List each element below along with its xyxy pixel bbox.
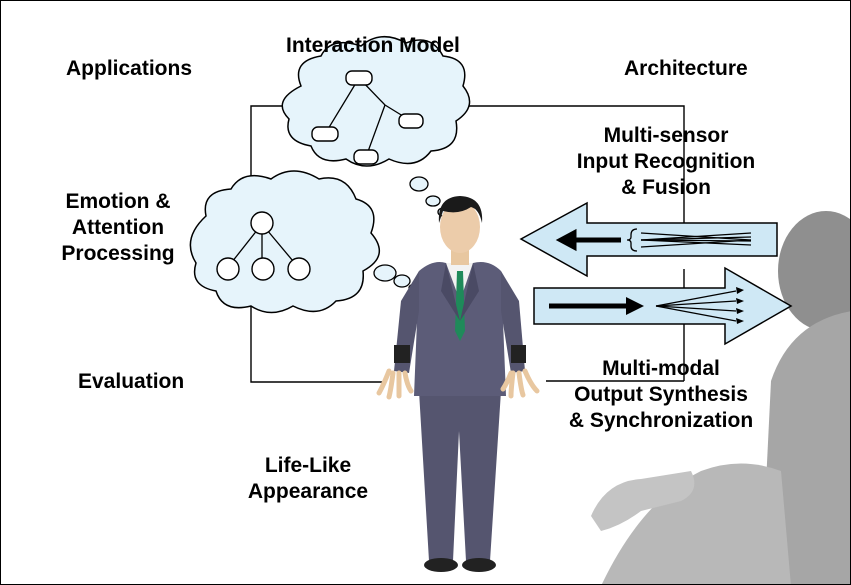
- label-evaluation: Evaluation: [78, 370, 185, 393]
- label-architecture: Architecture: [624, 57, 748, 80]
- label-emotion-line1: Emotion &: [65, 190, 171, 213]
- label-interaction-model: Interaction Model: [286, 34, 460, 57]
- label-input-recognition: Multi-sensor Input Recognition & Fusion: [556, 123, 776, 201]
- label-output-line1: Multi-modal: [602, 357, 720, 380]
- label-emotion-line2: Attention: [71, 216, 165, 239]
- thought-cloud-graph-icon: [281, 36, 471, 217]
- thought-cloud-tree-icon: [189, 170, 422, 314]
- input-arrow: [519, 201, 778, 278]
- output-arrow: [533, 266, 793, 346]
- label-applications: Applications: [66, 57, 193, 80]
- label-input-line2: Input Recognition: [576, 150, 756, 173]
- label-output-synthesis: Multi-modal Output Synthesis & Synchroni…: [541, 356, 781, 434]
- label-life-like-appearance: Life-Like Appearance: [233, 453, 383, 505]
- observer-silhouette: [591, 211, 850, 584]
- label-output-line3: & Synchronization: [568, 409, 754, 432]
- label-input-line3: & Fusion: [621, 176, 711, 199]
- label-output-line2: Output Synthesis: [574, 383, 748, 406]
- label-input-line1: Multi-sensor: [603, 124, 729, 147]
- virtual-human-figure: [376, 196, 540, 572]
- label-emotion-line3: Processing: [61, 242, 175, 265]
- label-appearance-line1: Life-Like: [264, 454, 352, 477]
- label-appearance-line2: Appearance: [247, 480, 369, 503]
- label-emotion-attention: Emotion & Attention Processing: [38, 189, 198, 267]
